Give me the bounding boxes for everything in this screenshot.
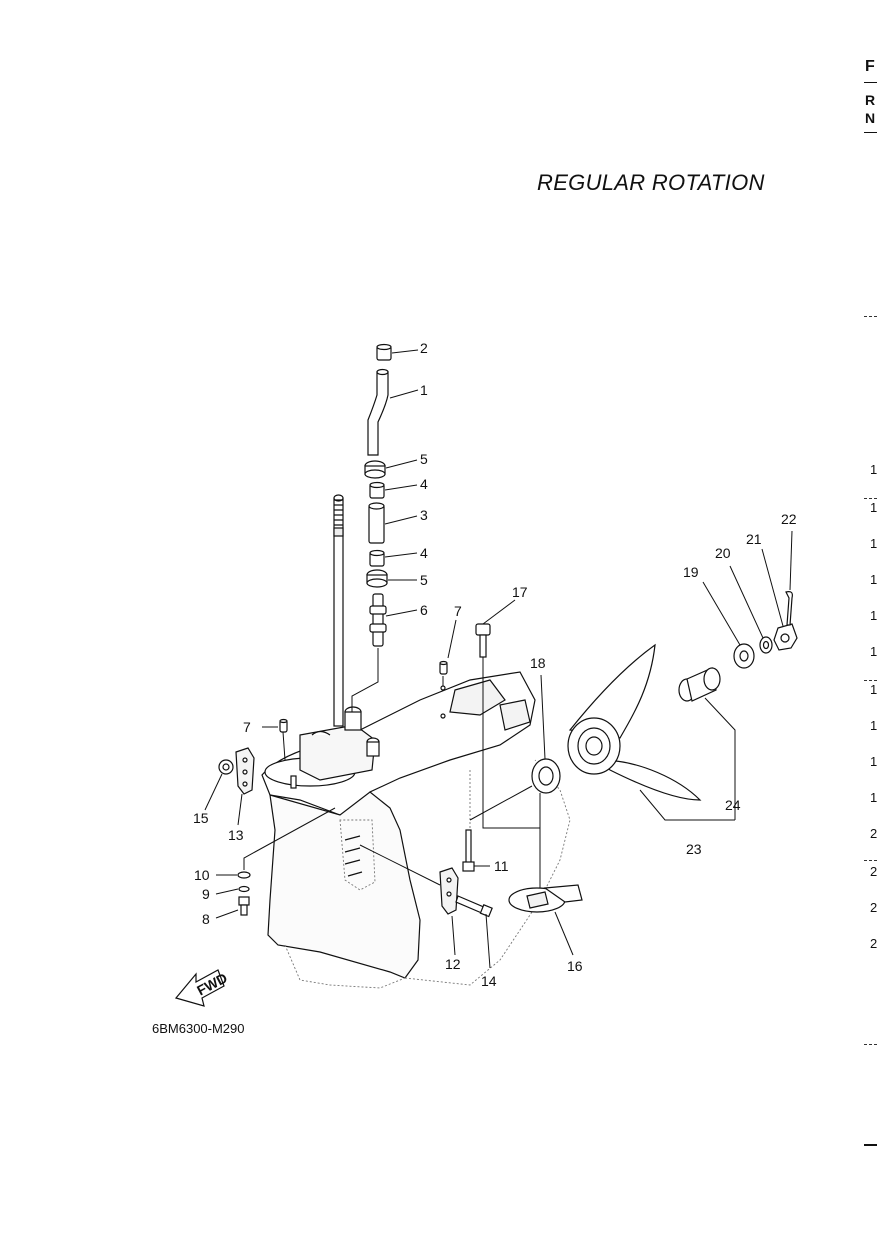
edge-dashed-divider	[864, 1044, 877, 1045]
edge-header-letter-f: F	[865, 58, 875, 75]
callout-21: 21	[746, 531, 762, 547]
callout-24: 24	[725, 797, 741, 813]
edge-row-digit: 1	[870, 790, 877, 805]
callout-11: 11	[494, 858, 509, 874]
callout-1: 1	[420, 382, 428, 398]
page-title: REGULAR ROTATION	[537, 170, 765, 195]
edge-row-digit: 1	[870, 608, 877, 623]
edge-row-digit: 2	[870, 900, 877, 915]
callout-16: 16	[567, 958, 583, 974]
propeller-assembly	[469, 591, 798, 913]
callout-14: 14	[481, 973, 497, 989]
edge-row-digit: 1	[870, 682, 877, 697]
edge-row-digit: 1	[870, 754, 877, 769]
edge-row-digit: 2	[870, 826, 877, 841]
edge-dashed-divider	[864, 860, 877, 861]
callout-23: 23	[686, 841, 702, 857]
edge-header-letter-r: R	[865, 92, 876, 108]
edge-row-digit: 1	[870, 500, 877, 515]
callout-labels: 1 2 3 4 4 5 5 6 7 7 8 9 10 11 12 13 14 1…	[193, 340, 797, 989]
edge-dashed-divider	[864, 498, 877, 499]
callout-22: 22	[781, 511, 797, 527]
callout-7: 7	[243, 719, 251, 735]
diagram-code: 6BM6300-M290	[152, 1021, 245, 1036]
edge-row-digit: 1	[870, 572, 877, 587]
callout-5: 5	[420, 451, 428, 467]
callout-3: 3	[420, 507, 428, 523]
callout-5: 5	[420, 572, 428, 588]
edge-header-letter-n: N	[865, 110, 876, 126]
lower-casing	[261, 671, 571, 989]
callout-7: 7	[454, 603, 462, 619]
fwd-arrow-icon: FWD	[174, 969, 230, 1007]
edge-divider	[864, 1144, 877, 1146]
callout-12: 12	[445, 956, 461, 972]
callout-15: 15	[193, 810, 209, 826]
edge-row-digit: 1	[870, 644, 877, 659]
edge-dashed-divider	[864, 680, 877, 681]
edge-divider	[864, 132, 877, 133]
edge-divider	[864, 82, 877, 83]
callout-4: 4	[420, 476, 428, 492]
callout-13: 13	[228, 827, 244, 843]
callout-4: 4	[420, 545, 428, 561]
callout-leader-lines	[204, 349, 793, 969]
callout-2: 2	[420, 340, 428, 356]
water-tube-assembly	[351, 343, 392, 712]
edge-dashed-divider	[864, 316, 877, 317]
edge-row-digit: 1	[870, 718, 877, 733]
edge-row-digit: 1	[870, 536, 877, 551]
callout-19: 19	[683, 564, 699, 580]
edge-row-digit: 1	[870, 462, 877, 477]
edge-row-digit: 2	[870, 936, 877, 951]
edge-row-digit: 2	[870, 864, 877, 879]
drive-shaft	[333, 494, 344, 727]
callout-9: 9	[202, 886, 210, 902]
callout-20: 20	[715, 545, 731, 561]
callout-6: 6	[420, 602, 428, 618]
callout-17: 17	[512, 584, 528, 600]
small-parts-left	[218, 660, 493, 918]
callout-8: 8	[202, 911, 210, 927]
callout-10: 10	[194, 867, 210, 883]
callout-18: 18	[530, 655, 546, 671]
